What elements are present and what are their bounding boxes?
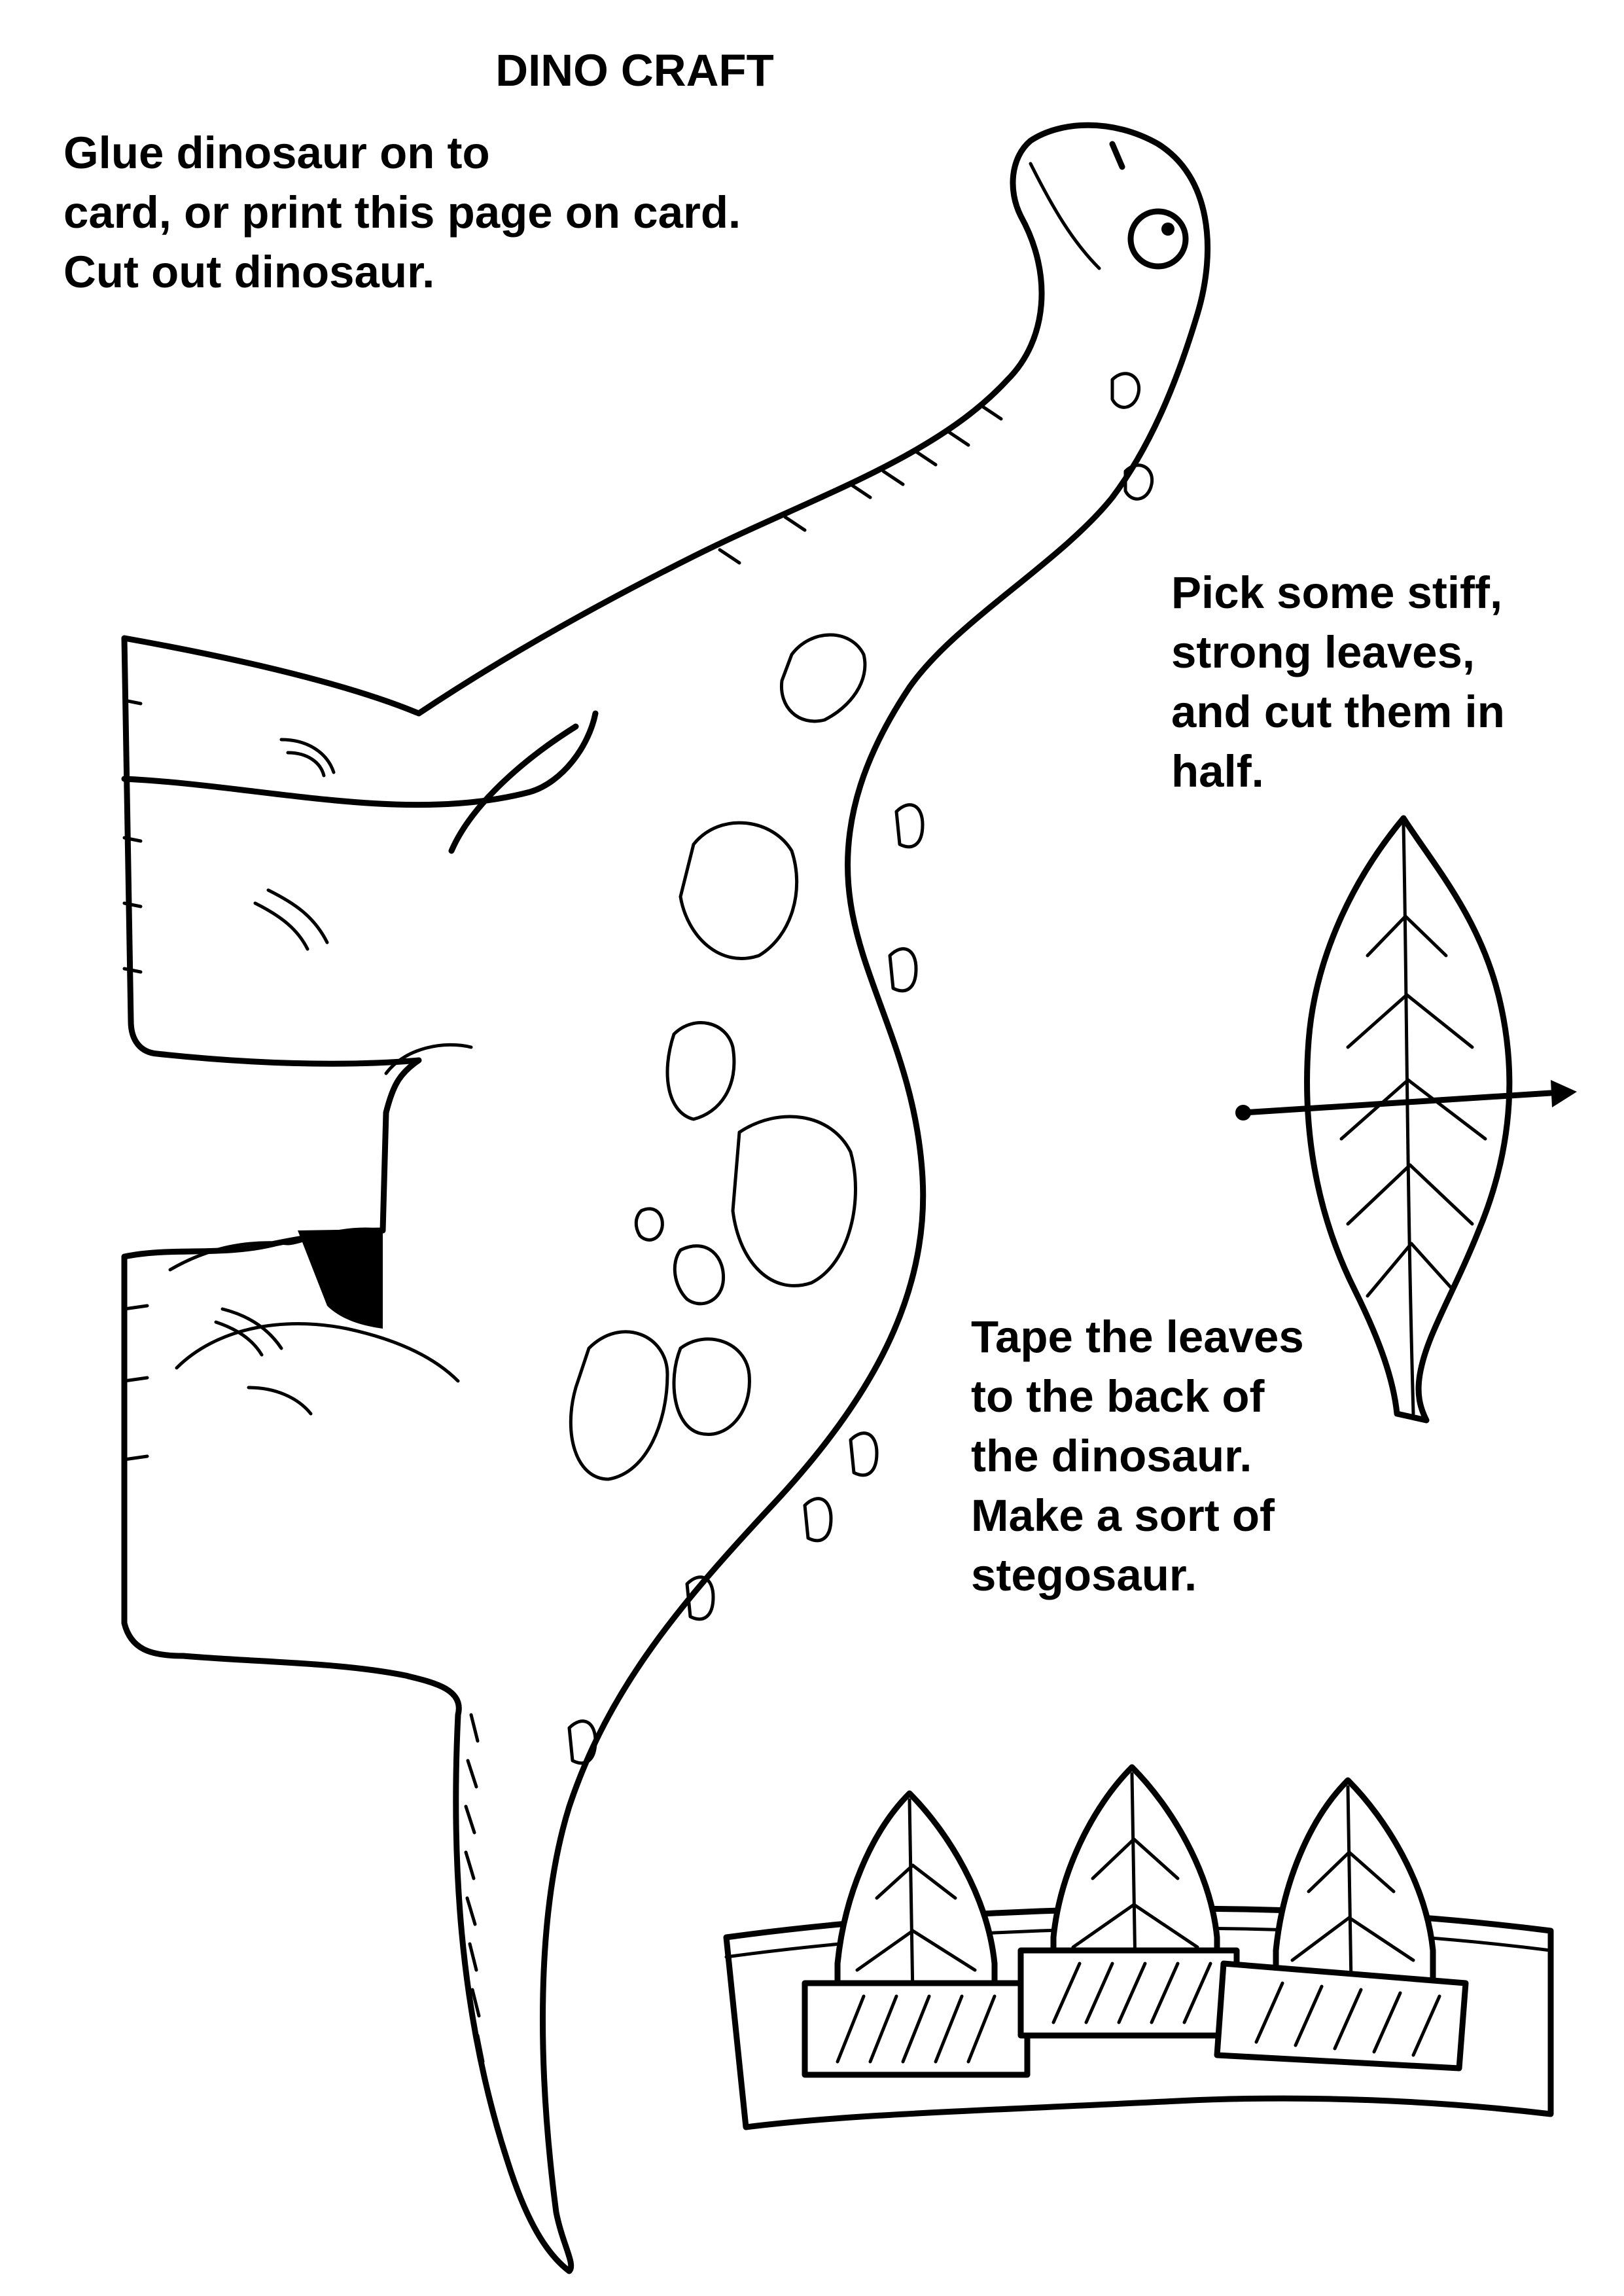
step-1-line-3: Cut out dinosaur. — [63, 247, 435, 297]
leaf-cut-diagram — [1235, 815, 1577, 1424]
assembled-leaves-diagram — [723, 1764, 1554, 2130]
step-1-line-2: card, or print this page on card. — [63, 187, 741, 238]
step-3-line-2: to the back of — [971, 1371, 1265, 1422]
step-3-line-3: the dinosaur. — [971, 1431, 1252, 1481]
dinosaur-body-outline — [121, 122, 1211, 2274]
cut-line-arrow — [1240, 1090, 1554, 1116]
step-3-line-4: Make a sort of — [971, 1490, 1275, 1541]
tape-pieces — [802, 1947, 1469, 2078]
step-2-line-2: strong leaves, — [1171, 627, 1475, 677]
dinosaur-illustration — [121, 122, 1211, 2274]
step-2-line-4: half. — [1171, 746, 1264, 797]
step-2-line-3: and cut them in — [1171, 687, 1505, 737]
page-title: DINO CRAFT — [495, 45, 774, 96]
dinosaur-spots — [567, 372, 1154, 1765]
step-3-line-1: Tape the leaves — [971, 1312, 1304, 1362]
step-1-line-1: Glue dinosaur on to — [63, 128, 490, 178]
dinosaur-eye — [1127, 208, 1189, 270]
step-2-line-1: Pick some stiff, — [1171, 567, 1503, 618]
step-3-line-5: stegosaur. — [971, 1550, 1197, 1600]
